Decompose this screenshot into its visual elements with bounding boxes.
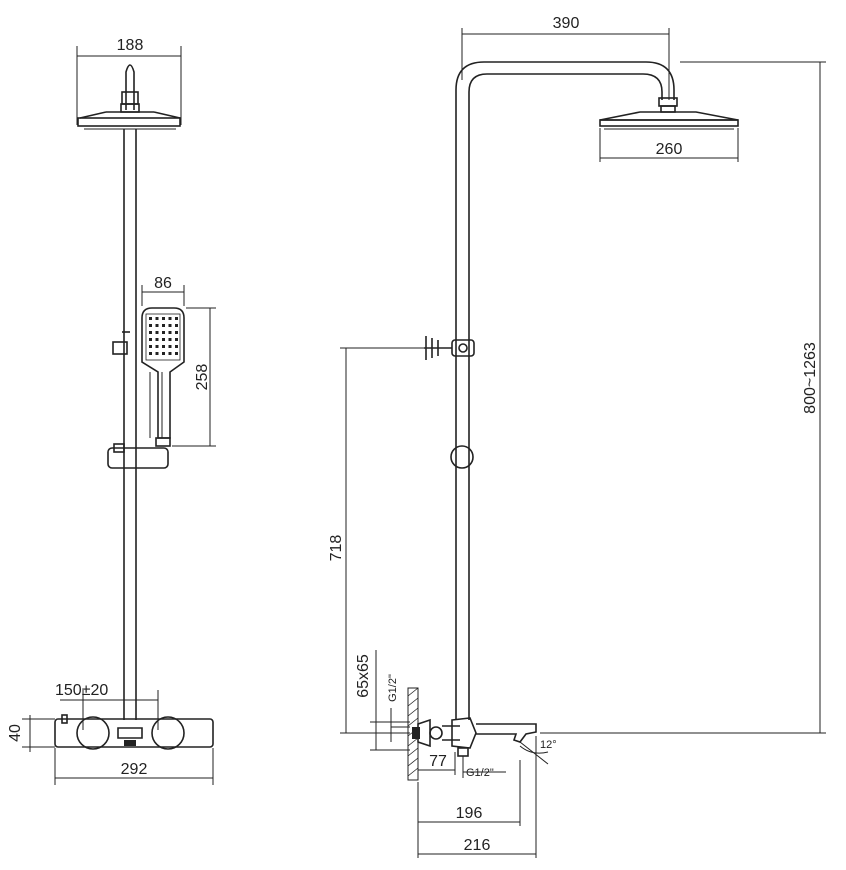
nozzle — [149, 331, 152, 334]
nozzle — [149, 317, 152, 320]
nozzle — [155, 352, 159, 355]
riser-arm-inner — [468, 73, 663, 720]
nozzle — [168, 345, 172, 348]
right-handle — [151, 716, 185, 750]
angle-12: 12° — [540, 739, 557, 751]
hand-shower-nozzles — [145, 313, 181, 361]
dim-150: 150±20 — [55, 682, 108, 699]
nozzle — [149, 352, 152, 355]
nozzle — [168, 338, 172, 341]
dim-188: 188 — [117, 37, 144, 54]
dim-77: 77 — [429, 753, 447, 770]
nozzle — [155, 331, 159, 334]
nozzle — [162, 338, 165, 341]
nozzle — [155, 324, 159, 327]
slider-knob — [450, 445, 474, 469]
nozzle — [168, 324, 172, 327]
mixer-side — [451, 717, 477, 749]
side-view: 390 260 800~1263 718 — [328, 15, 826, 858]
slider — [107, 447, 169, 469]
nozzle — [168, 331, 172, 334]
dim-718: 718 — [328, 535, 345, 562]
shower-arm-nut — [121, 91, 139, 105]
dim-258: 258 — [194, 364, 211, 391]
nozzle — [149, 338, 152, 341]
nozzle — [175, 345, 178, 348]
nozzle — [175, 331, 178, 334]
shower-arm-joint — [120, 103, 140, 113]
dim-86: 86 — [154, 275, 172, 292]
dim-196: 196 — [456, 805, 483, 822]
shower-head-side — [77, 117, 181, 127]
dim-40: 40 — [7, 724, 24, 742]
nozzle — [155, 345, 159, 348]
dim-390: 390 — [553, 15, 580, 32]
nozzle — [155, 317, 159, 320]
shower-head — [599, 111, 739, 121]
dim-216: 216 — [464, 837, 491, 854]
nozzle — [162, 324, 165, 327]
nozzle — [162, 317, 165, 320]
nozzle — [175, 317, 178, 320]
thread-vertical: G1/2" — [387, 674, 399, 702]
hand-shower — [141, 307, 185, 439]
nozzle — [175, 324, 178, 327]
shower-arm — [125, 64, 135, 110]
dim-65x65: 65x65 — [355, 654, 372, 698]
thread-horizontal: G1/2" — [466, 767, 494, 779]
nozzle — [168, 352, 172, 355]
nozzle — [149, 324, 152, 327]
spout — [476, 723, 537, 743]
front-view: 188 86 258 — [7, 37, 216, 785]
riser-arm-outer — [455, 61, 675, 720]
nozzle — [162, 345, 165, 348]
dim-800-1263: 800~1263 — [802, 342, 819, 414]
mixer-body — [54, 718, 214, 748]
left-handle — [76, 716, 110, 750]
nozzle — [175, 352, 178, 355]
nozzle — [162, 331, 165, 334]
nozzle — [175, 338, 178, 341]
nozzle — [168, 317, 172, 320]
nozzle — [149, 345, 152, 348]
nozzle — [155, 338, 159, 341]
dim-260: 260 — [656, 141, 683, 158]
nozzle — [162, 352, 165, 355]
dim-292: 292 — [121, 761, 148, 778]
